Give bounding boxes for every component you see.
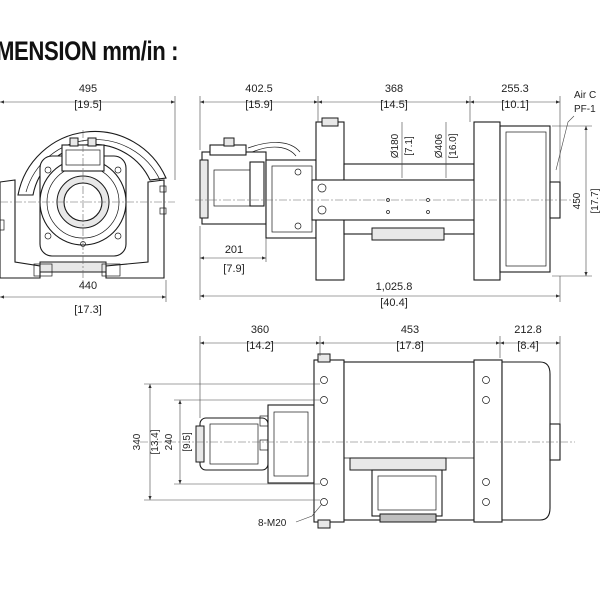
dim-top-drum-mm: 453 — [401, 324, 419, 336]
dim-front-base-in: [17.3] — [74, 304, 102, 316]
dim-side-motor-mm: 402.5 — [245, 83, 273, 95]
dim-top-motor-in: [14.2] — [246, 340, 274, 352]
dim-flange-diameter-mm: Ø406 — [434, 133, 445, 158]
front-view: 495 [19.5] 440 [17.3] — [0, 83, 176, 316]
dim-drum-diameter-mm: Ø180 — [390, 133, 401, 158]
dim-overall-length-mm: 1,025.8 — [376, 281, 413, 293]
dim-front-width-in: [19.5] — [74, 99, 102, 111]
side-view: 402.5 [15.9] 368 [14.5] 255.3 [10.1] Air… — [195, 83, 600, 309]
dim-side-end-mm: 255.3 — [501, 83, 529, 95]
dim-drum-diameter-in: [7.1] — [404, 136, 415, 156]
dim-top-end-mm: 212.8 — [514, 324, 542, 336]
top-view: 360 [14.2] 453 [17.8] 212.8 [8.4] 340 [1… — [132, 324, 575, 529]
note-bolts: 8-M20 — [258, 518, 287, 529]
dim-side-motor-in: [15.9] — [245, 99, 273, 111]
note-pf: PF-1 — [574, 104, 596, 115]
dim-top-motor-mm: 360 — [251, 324, 269, 336]
dim-front-width-mm: 495 — [79, 83, 97, 95]
dim-front-base-mm: 440 — [79, 280, 97, 292]
dim-mount-inner-in: [9.5] — [182, 432, 193, 452]
dim-side-drum-in: [14.5] — [380, 99, 408, 111]
dim-side-end-in: [10.1] — [501, 99, 529, 111]
dim-mount-outer-in: [13.4] — [150, 429, 161, 454]
dim-motor-offset-in: [7.9] — [223, 263, 244, 275]
dim-overall-length-in: [40.4] — [380, 297, 408, 309]
dim-height-in: [17.7] — [590, 188, 600, 213]
dim-top-end-in: [8.4] — [517, 340, 538, 352]
page-title: MENSION mm/in : — [0, 36, 179, 66]
dim-side-drum-mm: 368 — [385, 83, 403, 95]
dim-mount-outer-mm: 340 — [132, 433, 143, 450]
dim-top-drum-in: [17.8] — [396, 340, 424, 352]
dim-mount-inner-mm: 240 — [164, 433, 175, 450]
note-air: Air C — [574, 90, 596, 101]
dim-motor-offset-mm: 201 — [225, 244, 243, 256]
dim-height-mm: 450 — [572, 192, 583, 209]
dim-flange-diameter-in: [16.0] — [448, 133, 459, 158]
